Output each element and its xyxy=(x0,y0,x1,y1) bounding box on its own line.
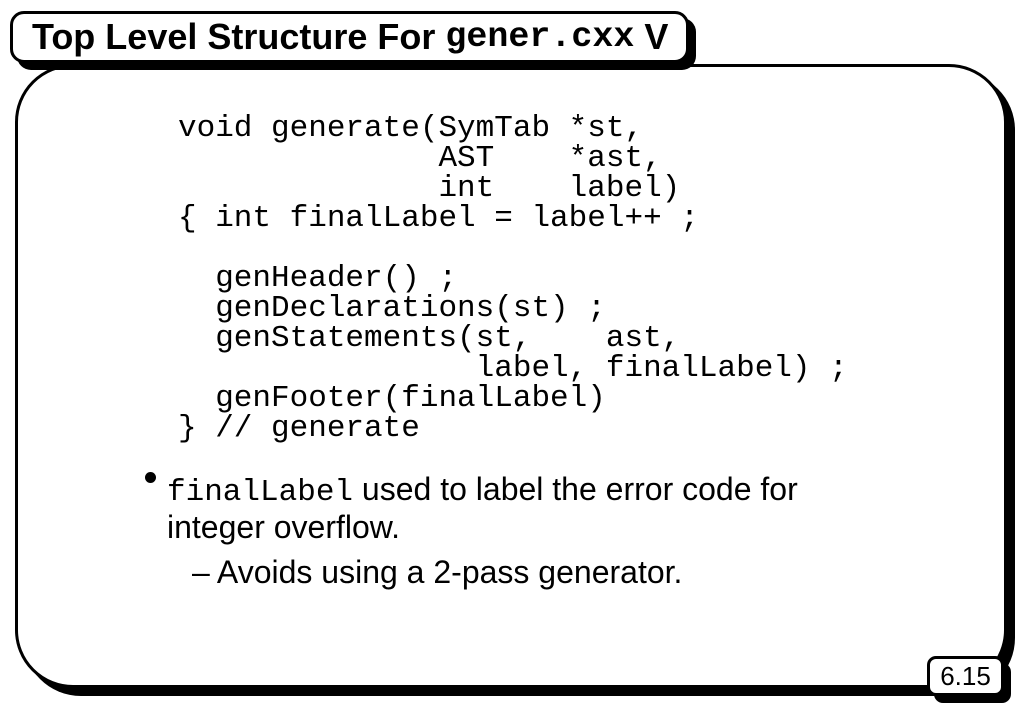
bullet-icon xyxy=(145,472,156,483)
bullet-item-text: used to label the error code for integer… xyxy=(167,471,798,545)
page-number-badge: 6.15 xyxy=(927,656,1004,696)
title-banner: Top Level Structure For gener.cxx V xyxy=(10,11,689,63)
slide-body-frame xyxy=(15,64,1007,688)
bullet-code-term: finalLabel xyxy=(167,475,354,510)
code-listing: void generate(SymTab *st, AST *ast, int … xyxy=(178,111,848,446)
page-title-filename: gener.cxx xyxy=(445,17,635,57)
page-number: 6.15 xyxy=(940,660,991,691)
sub-bullet-item: – Avoids using a 2-pass generator. xyxy=(192,554,683,590)
bullet-item: finalLabel used to label the error code … xyxy=(167,472,832,545)
page-title-prefix: Top Level Structure For xyxy=(32,16,446,57)
page-title-suffix: V xyxy=(634,16,669,57)
